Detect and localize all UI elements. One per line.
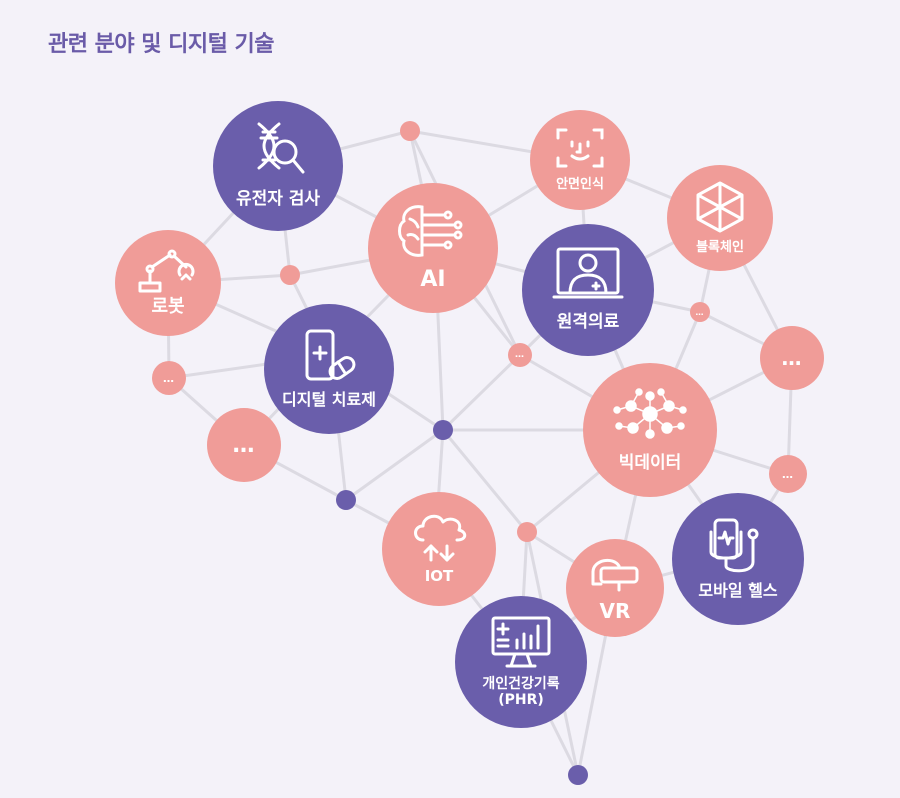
connector-dot-top [400, 121, 420, 141]
node-mobile-health: 모바일 헬스 [672, 493, 804, 625]
node-phr-label: 개인건강기록 (PHR) [482, 675, 560, 708]
node-blockchain: 블록체인 [667, 165, 773, 271]
node-genetic-testing-label: 유전자 검사 [235, 189, 321, 210]
more-node-small-upper-right: … [690, 302, 710, 322]
more-node-small-right: … [769, 455, 807, 493]
cube-network-icon [696, 181, 744, 233]
connector-dot-lower-center [517, 522, 537, 542]
node-face-recognition-label: 안면인식 [556, 176, 604, 192]
more-node-small-left: … [152, 361, 186, 395]
doctor-monitor-icon [552, 247, 624, 299]
node-big-data: 빅데이터 [583, 363, 717, 497]
brain-circuit-icon [398, 205, 463, 258]
connector-dot-upper-left [280, 265, 300, 285]
node-ai-label: AI [420, 267, 446, 293]
more-node-big-left: … [207, 408, 281, 482]
page-title: 관련 분야 및 디지털 기술 [48, 32, 275, 57]
node-genetic-testing: 유전자 검사 [213, 101, 343, 231]
node-vr: VR [566, 539, 664, 637]
dna-magnifier-icon [257, 122, 305, 174]
node-big-data-label: 빅데이터 [618, 453, 682, 474]
phone-pill-icon [305, 329, 356, 381]
face-scan-icon [556, 128, 604, 168]
phone-stethoscope-icon [709, 518, 759, 573]
node-face-recognition: 안면인식 [530, 110, 630, 210]
node-robot-label: 로봇 [151, 295, 185, 317]
cloud-sync-icon [414, 515, 467, 562]
monitor-chart-icon [491, 616, 551, 668]
connector-dot-center [433, 420, 453, 440]
node-digital-therapeutics: 디지털 치료제 [264, 304, 394, 434]
node-telemedicine: 원격의료 [522, 224, 654, 356]
node-vr-label: VR [599, 598, 631, 623]
node-blockchain-label: 블록체인 [696, 239, 744, 255]
robot-arm-icon [138, 249, 195, 293]
node-robot: 로봇 [115, 230, 221, 336]
node-iot: IOT [382, 492, 496, 606]
node-phr: 개인건강기록 (PHR) [455, 596, 587, 728]
connector-dot-lower-left [336, 490, 356, 510]
node-telemedicine-label: 원격의료 [556, 312, 620, 333]
node-iot-label: IOT [424, 567, 454, 586]
connector-dot-bottom [568, 765, 588, 785]
node-mobile-health-label: 모바일 헬스 [698, 580, 778, 600]
more-node-big-right: … [760, 326, 824, 390]
node-digital-therapeutics-label: 디지털 치료제 [282, 389, 376, 409]
vr-headset-icon [591, 558, 639, 591]
more-node-small-mid: … [508, 343, 532, 367]
data-network-icon [613, 388, 687, 439]
node-ai: AI [368, 183, 498, 313]
